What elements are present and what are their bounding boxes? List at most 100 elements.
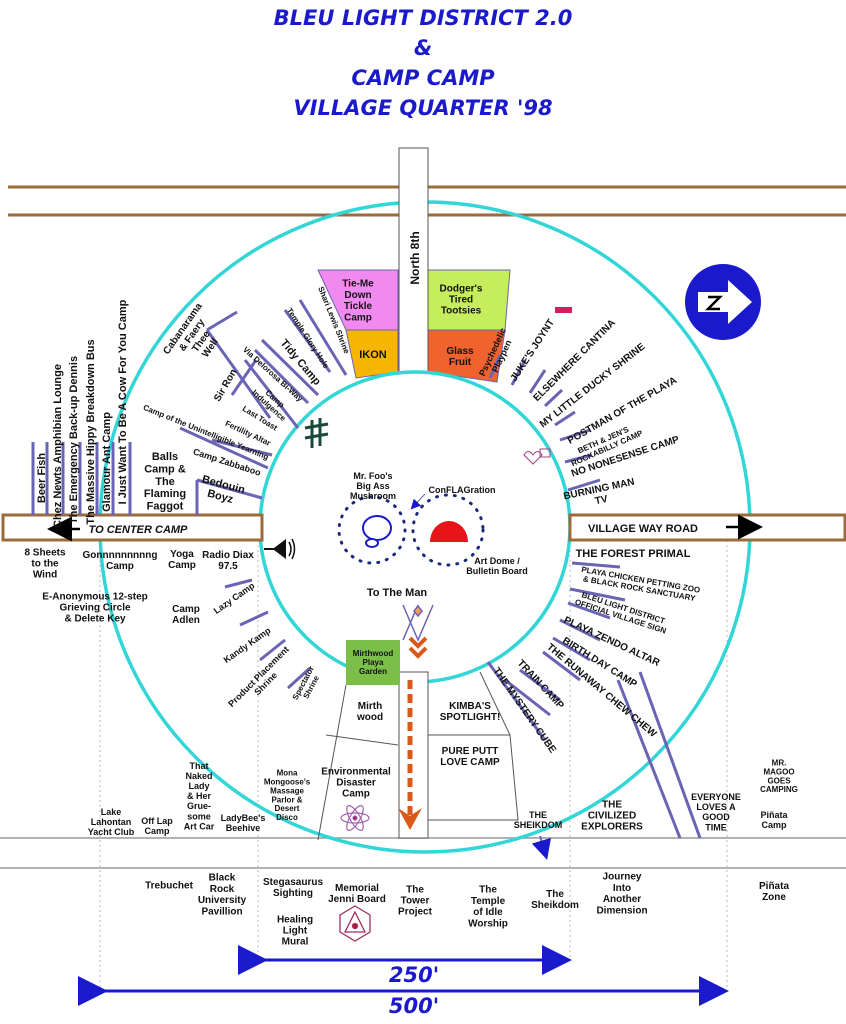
street-line [616, 679, 682, 839]
label-sir-ron: Sir Ron [212, 367, 239, 403]
street-line [179, 426, 269, 470]
label-line: Balls [152, 451, 178, 463]
label-line: The [406, 884, 424, 895]
label-line: EVERYONE [691, 792, 741, 802]
label-line: Healing [277, 914, 313, 925]
street-line [543, 388, 564, 408]
label-line: Radio Diax [202, 550, 254, 561]
label-line: Garden [359, 667, 387, 676]
label-line: LadyBee's [221, 813, 266, 823]
label-line: Project [398, 907, 433, 918]
label-line: That [190, 761, 209, 771]
label-line: Pavillion [201, 906, 242, 917]
label-artdome: Art Dome /Bulletin Board [466, 556, 528, 576]
street-line [283, 309, 332, 373]
label-line: Jenni Board [328, 894, 386, 905]
label-line: Journey [603, 872, 642, 883]
label-line: THE MYSTERY CUBE [491, 666, 559, 756]
village-way-road[interactable]: VILLAGE WAY ROAD [568, 513, 846, 542]
label-line: The Emergency Back-up Dennis [68, 356, 80, 524]
label-spectator: SpectatorShrine [291, 665, 324, 706]
dimension-250: 250' [238, 945, 572, 987]
label-line: Tootsies [441, 306, 482, 317]
street-line [571, 561, 621, 569]
street-line [567, 478, 601, 492]
label-line: Sighting [273, 888, 313, 899]
label-line: Camp & [144, 464, 186, 476]
label-line: Wind [33, 570, 57, 581]
label-line: Off Lap [141, 816, 173, 826]
street-line [559, 618, 601, 642]
label-kandy: Kandy Kamp [222, 625, 273, 665]
street-line [488, 354, 502, 379]
street-line [206, 310, 238, 332]
label-line: Rock [210, 884, 235, 895]
label-line: Lake [101, 807, 122, 817]
label-line: Art Car [184, 821, 215, 831]
label-line: Mona [277, 768, 298, 777]
label-line: some [187, 811, 211, 821]
sheikdom-arrow [531, 835, 551, 860]
label-line: E-Anonymous 12-step [42, 591, 148, 602]
street-line [554, 410, 576, 427]
label-hippy-bus: The Massive Hippy Breakdown Bus [85, 339, 97, 524]
label-line: KIMBA'S [449, 701, 491, 712]
label-line: Grue- [187, 801, 211, 811]
label-line: Tower [401, 896, 430, 907]
label-jukes: JUKE'S JOYNT [509, 317, 557, 383]
label-line: Dodger's [440, 283, 483, 294]
label-line: MAGOO [763, 767, 794, 776]
street-line [196, 478, 263, 500]
label-line: Yoga [170, 549, 194, 560]
south-road[interactable] [398, 671, 429, 839]
label-line: Bulletin Board [466, 566, 528, 576]
label-line: Beer Fish [36, 453, 48, 503]
label-line: CIVILIZED [588, 811, 636, 822]
label-line: Black [209, 873, 236, 884]
label-line: Camp [761, 820, 787, 830]
label-line: Tie-Me [342, 279, 374, 290]
label-line: Adlen [172, 615, 200, 626]
street-line [567, 601, 611, 620]
marker-icon [555, 307, 572, 313]
street-line [528, 369, 547, 394]
street-line [638, 671, 702, 839]
label-line: IKON [359, 349, 387, 361]
label-line: Camp [144, 826, 170, 836]
street-line [298, 299, 348, 376]
svg-text:500': 500' [389, 994, 439, 1018]
label-line: Sir Ron [212, 367, 239, 403]
label-line: Tickle [344, 301, 373, 312]
label-line: Tired [449, 295, 473, 306]
label-glamour: Glamour Ant Camp [101, 412, 113, 512]
megaphone-icon [264, 538, 296, 560]
label-line: Stegasaurus [263, 877, 323, 888]
inner-ring [258, 370, 572, 684]
label-line: TV [594, 494, 609, 507]
road-to-center-camp[interactable]: TO CENTER CAMP [1, 513, 264, 542]
label-line: GOES [767, 776, 791, 785]
label-line: The [546, 889, 564, 900]
label-line: Memorial [335, 883, 379, 894]
label-line: Camp [342, 789, 370, 800]
label-forest: THE FOREST PRIMAL [576, 548, 691, 560]
label-bedouin: BedouinBoyz [197, 473, 246, 508]
label-line: Flaming [144, 488, 186, 500]
north-8th-road[interactable] [398, 147, 429, 373]
dome-icon [430, 521, 468, 542]
